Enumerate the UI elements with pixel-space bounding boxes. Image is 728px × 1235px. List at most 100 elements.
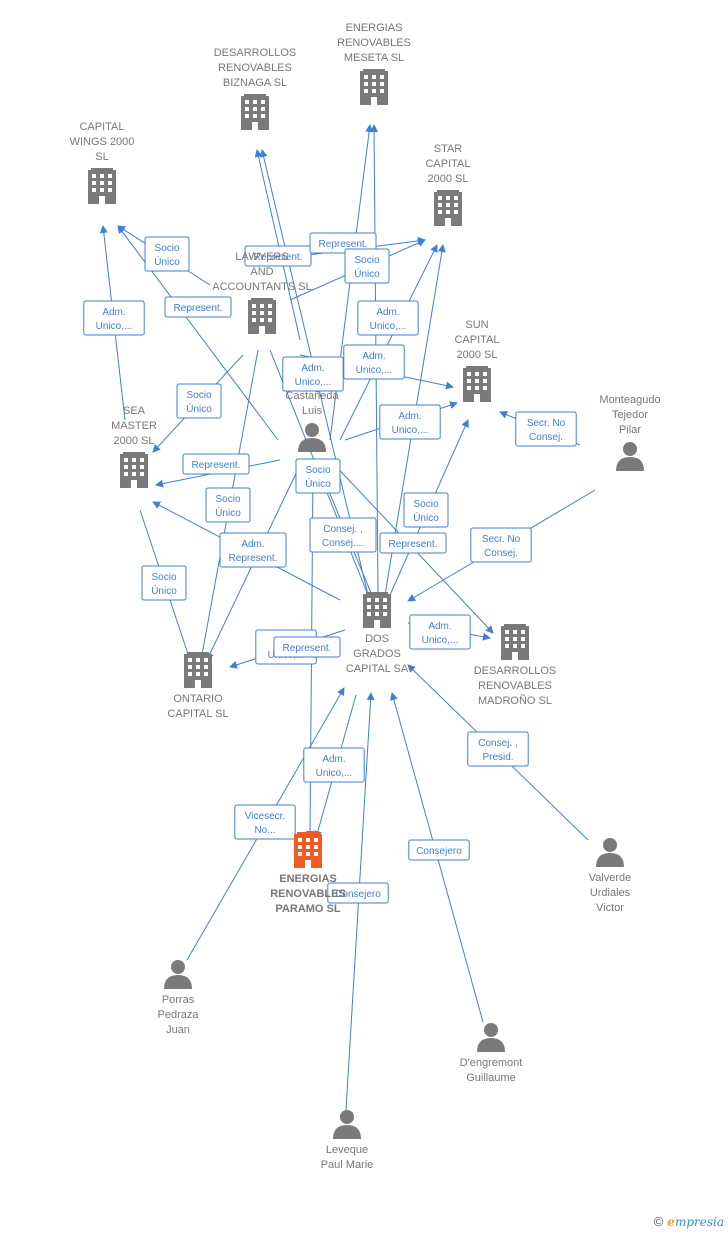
relation-box xyxy=(344,248,390,284)
edge xyxy=(339,244,438,441)
relation-text: Adm. xyxy=(301,363,324,374)
relation-text: No... xyxy=(254,825,275,836)
relation-label[interactable]: Adm.Unico,... xyxy=(357,300,419,336)
relation-box xyxy=(205,487,251,523)
node-label: CAPITAL SL xyxy=(167,708,228,720)
relation-text: Represent. xyxy=(174,303,223,314)
relation-label[interactable]: Represent. xyxy=(273,636,341,658)
relation-label[interactable]: Represent. xyxy=(164,296,232,318)
relation-text: Adm. xyxy=(322,754,345,765)
relation-box xyxy=(409,614,471,650)
relation-label[interactable]: Adm.Represent. xyxy=(219,532,287,568)
building-icon xyxy=(120,452,148,488)
node-label: SL xyxy=(95,151,108,163)
relation-text: Secr. No xyxy=(482,534,521,545)
node-label: Victor xyxy=(596,902,624,914)
node-label: CAPITAL SA xyxy=(346,663,409,675)
relation-label[interactable]: Adm. Unico,... xyxy=(409,614,471,650)
relation-text: Unico,... xyxy=(316,768,353,779)
relation-text: Unico,... xyxy=(422,635,459,646)
node-label: DOS xyxy=(365,633,389,645)
person-icon xyxy=(616,442,644,471)
relation-text: Unico,... xyxy=(392,425,429,436)
relation-text: Único xyxy=(413,511,439,524)
node-label: Castañeda xyxy=(285,390,339,402)
relation-box xyxy=(219,532,287,568)
relation-label[interactable]: Adm.Unico,... xyxy=(343,344,405,380)
relation-label[interactable]: Represent. xyxy=(379,532,447,554)
relation-text: Adm. xyxy=(428,621,451,632)
relation-box xyxy=(144,236,190,272)
node-label: LAWYERS xyxy=(235,251,288,263)
node-label: Valverde xyxy=(589,872,632,884)
relation-label[interactable]: Consej. ,Consej.... xyxy=(309,517,377,553)
relation-box xyxy=(515,411,577,447)
relation-box xyxy=(176,383,222,419)
node-label: CAPITAL xyxy=(79,121,124,133)
node-label: 2000 SL xyxy=(457,349,498,361)
relation-label[interactable]: Adm. Unico,... xyxy=(303,747,365,783)
person-icon xyxy=(298,423,326,452)
building-icon xyxy=(294,832,322,868)
node-label: Juan xyxy=(166,1024,190,1036)
relation-label[interactable]: Represent. xyxy=(309,232,377,254)
building-icon xyxy=(501,624,529,660)
relation-label[interactable]: Adm.Unico,... xyxy=(83,300,145,336)
node-label: AND xyxy=(250,266,273,278)
relation-text: Unico,... xyxy=(96,321,133,332)
relation-text: Único xyxy=(151,584,177,597)
relation-box xyxy=(164,296,232,318)
relation-label[interactable]: Adm. Unico,... xyxy=(282,356,344,392)
relation-label[interactable]: Consejero xyxy=(408,839,470,861)
relation-text: Represent. xyxy=(192,460,241,471)
relation-box xyxy=(83,300,145,336)
node-label: RENOVABLES xyxy=(337,37,411,49)
relation-box xyxy=(303,747,365,783)
relation-label[interactable]: Vicesecr.No... xyxy=(234,804,296,840)
relation-box xyxy=(403,492,449,528)
node-label: Urdiales xyxy=(590,887,631,899)
relation-text: Represent. xyxy=(319,239,368,250)
relation-label[interactable]: Represent. xyxy=(182,453,250,475)
relation-label[interactable]: Adm.Unico,... xyxy=(379,404,441,440)
relation-text: Consej. xyxy=(529,432,563,443)
relation-text: Represent. xyxy=(254,252,303,263)
relation-box xyxy=(309,517,377,553)
relation-label[interactable]: Consejero xyxy=(327,882,389,904)
relation-text: Unico,... xyxy=(295,377,332,388)
relation-text: Único xyxy=(215,506,241,519)
relation-text: Consej.... xyxy=(322,538,364,549)
relation-label[interactable]: Represent. xyxy=(244,245,312,267)
node-label: Luis xyxy=(302,405,323,417)
relation-text: Represent. xyxy=(283,643,332,654)
relation-label[interactable]: Consej. ,Presid. xyxy=(467,731,529,767)
node-label: MADROÑO SL xyxy=(478,694,552,707)
